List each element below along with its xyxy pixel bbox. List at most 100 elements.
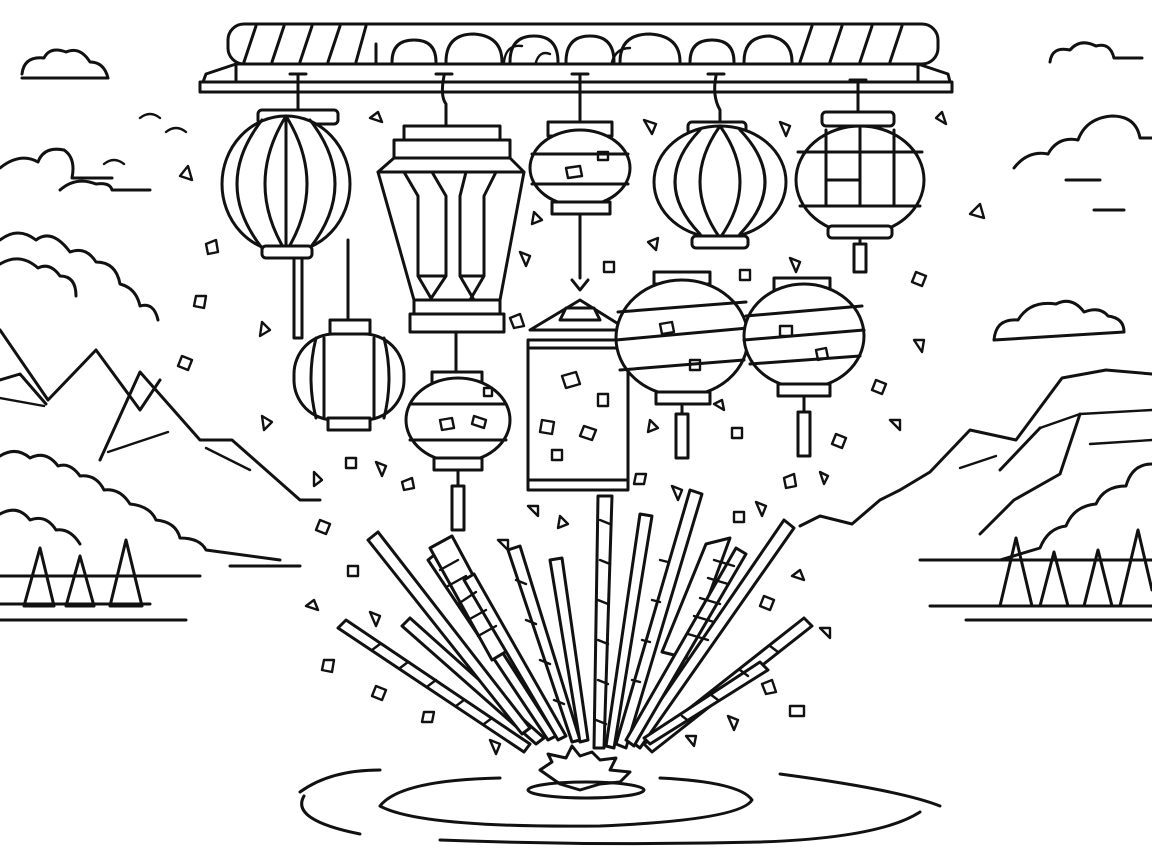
- roof-lower-beam: [198, 80, 954, 94]
- confetti: [176, 354, 194, 372]
- confetti: [508, 312, 526, 330]
- pine-tree: [998, 536, 1034, 608]
- confetti: [818, 626, 832, 640]
- hanger: [570, 72, 590, 122]
- shore-left: [0, 564, 302, 622]
- firecracker-stick: [630, 518, 796, 750]
- pine-tree: [1118, 528, 1152, 608]
- confetti: [778, 120, 792, 138]
- lantern-lower-1: [292, 238, 406, 432]
- confetti: [934, 110, 948, 126]
- confetti: [738, 268, 752, 282]
- lantern-tassel: [450, 484, 466, 532]
- firecracker-stripes: [514, 518, 670, 726]
- confetti-scatter: [176, 110, 986, 756]
- confetti: [790, 568, 806, 582]
- lantern-base: [326, 416, 372, 432]
- lantern-bands: [530, 152, 630, 186]
- lantern-upper-1: [220, 108, 352, 340]
- roof-tiles-left: [242, 24, 368, 64]
- lantern-base: [776, 382, 832, 398]
- ripple: [526, 780, 646, 800]
- lantern-ribs: [673, 124, 767, 240]
- lantern-base: [550, 200, 612, 216]
- lantern-panels: [796, 124, 924, 208]
- lantern-base: [260, 244, 314, 260]
- firecracker-stick: [624, 546, 748, 748]
- roof-cloud-inner: [502, 44, 632, 64]
- confetti: [684, 734, 698, 748]
- shore-right: [918, 558, 1152, 622]
- mountain-left: [0, 328, 162, 412]
- lantern-lower-4: [614, 270, 750, 460]
- confetti: [178, 164, 194, 182]
- lantern-base: [408, 312, 506, 334]
- confetti: [870, 378, 888, 396]
- cloud: [1012, 114, 1152, 170]
- cloud: [0, 147, 114, 180]
- cloud-hills-right: [998, 462, 1152, 562]
- mountain-right: [798, 368, 1152, 528]
- lantern-lower-2: [404, 330, 512, 532]
- palace-lantern-icon: [376, 156, 526, 302]
- cloud: [58, 179, 152, 192]
- cloud: [1064, 178, 1126, 212]
- confetti: [368, 110, 384, 124]
- lantern-base: [432, 456, 484, 472]
- confetti: [670, 484, 684, 502]
- lantern-lower-5: [742, 276, 866, 458]
- confetti: [760, 678, 778, 696]
- confetti: [530, 210, 544, 226]
- firecracker-stripes: [438, 558, 736, 642]
- confetti: [368, 610, 382, 628]
- hanger: [288, 72, 308, 112]
- cloud-swirls: [102, 112, 188, 166]
- confetti: [344, 456, 358, 470]
- pine-trees-right: [998, 528, 1152, 608]
- left-landscape: [0, 231, 322, 622]
- confetti: [646, 418, 660, 434]
- confetti: [632, 472, 648, 486]
- lantern-tassel: [796, 410, 812, 458]
- lantern-ribs: [235, 114, 337, 254]
- water-ripples: [298, 768, 942, 846]
- confetti: [314, 518, 332, 536]
- lantern-tassel: [852, 242, 868, 274]
- lantern-hangers: [288, 72, 868, 128]
- firecracker-stick: [548, 556, 590, 744]
- cloud-hills-low-left: [0, 450, 282, 562]
- mountain-left-ridge: [0, 396, 252, 472]
- confetti: [538, 370, 610, 462]
- confetti: [312, 470, 324, 488]
- right-landscape: [798, 368, 1152, 622]
- hanger: [434, 72, 454, 128]
- ripple: [300, 794, 922, 846]
- mountain-right-face: [978, 412, 1082, 536]
- lantern-cap: [558, 306, 602, 322]
- lantern-frame: [526, 346, 630, 482]
- cloud: [1048, 41, 1144, 64]
- confetti: [346, 564, 360, 578]
- confetti: [910, 270, 928, 288]
- mountain-right-ridge: [958, 408, 1152, 470]
- cloud-hills-low-left-2: [0, 508, 82, 546]
- confetti: [754, 500, 768, 518]
- box-lantern-icon: [526, 338, 630, 492]
- confetti: [320, 658, 336, 674]
- confetti: [782, 472, 798, 490]
- confetti: [564, 150, 610, 180]
- round-lantern-icon: [404, 376, 512, 464]
- firecracker-stick: [642, 660, 770, 746]
- confetti: [968, 202, 986, 220]
- cloud: [20, 48, 110, 80]
- firecracker-stick: [614, 488, 704, 750]
- confetti: [658, 320, 702, 372]
- confetti: [712, 398, 726, 412]
- lantern-cap: [820, 110, 896, 128]
- pine-tree: [1038, 550, 1070, 608]
- hanger: [848, 78, 868, 114]
- lantern-panels: [376, 170, 526, 302]
- lantern-lower-3: [526, 298, 630, 492]
- confetti: [726, 714, 740, 732]
